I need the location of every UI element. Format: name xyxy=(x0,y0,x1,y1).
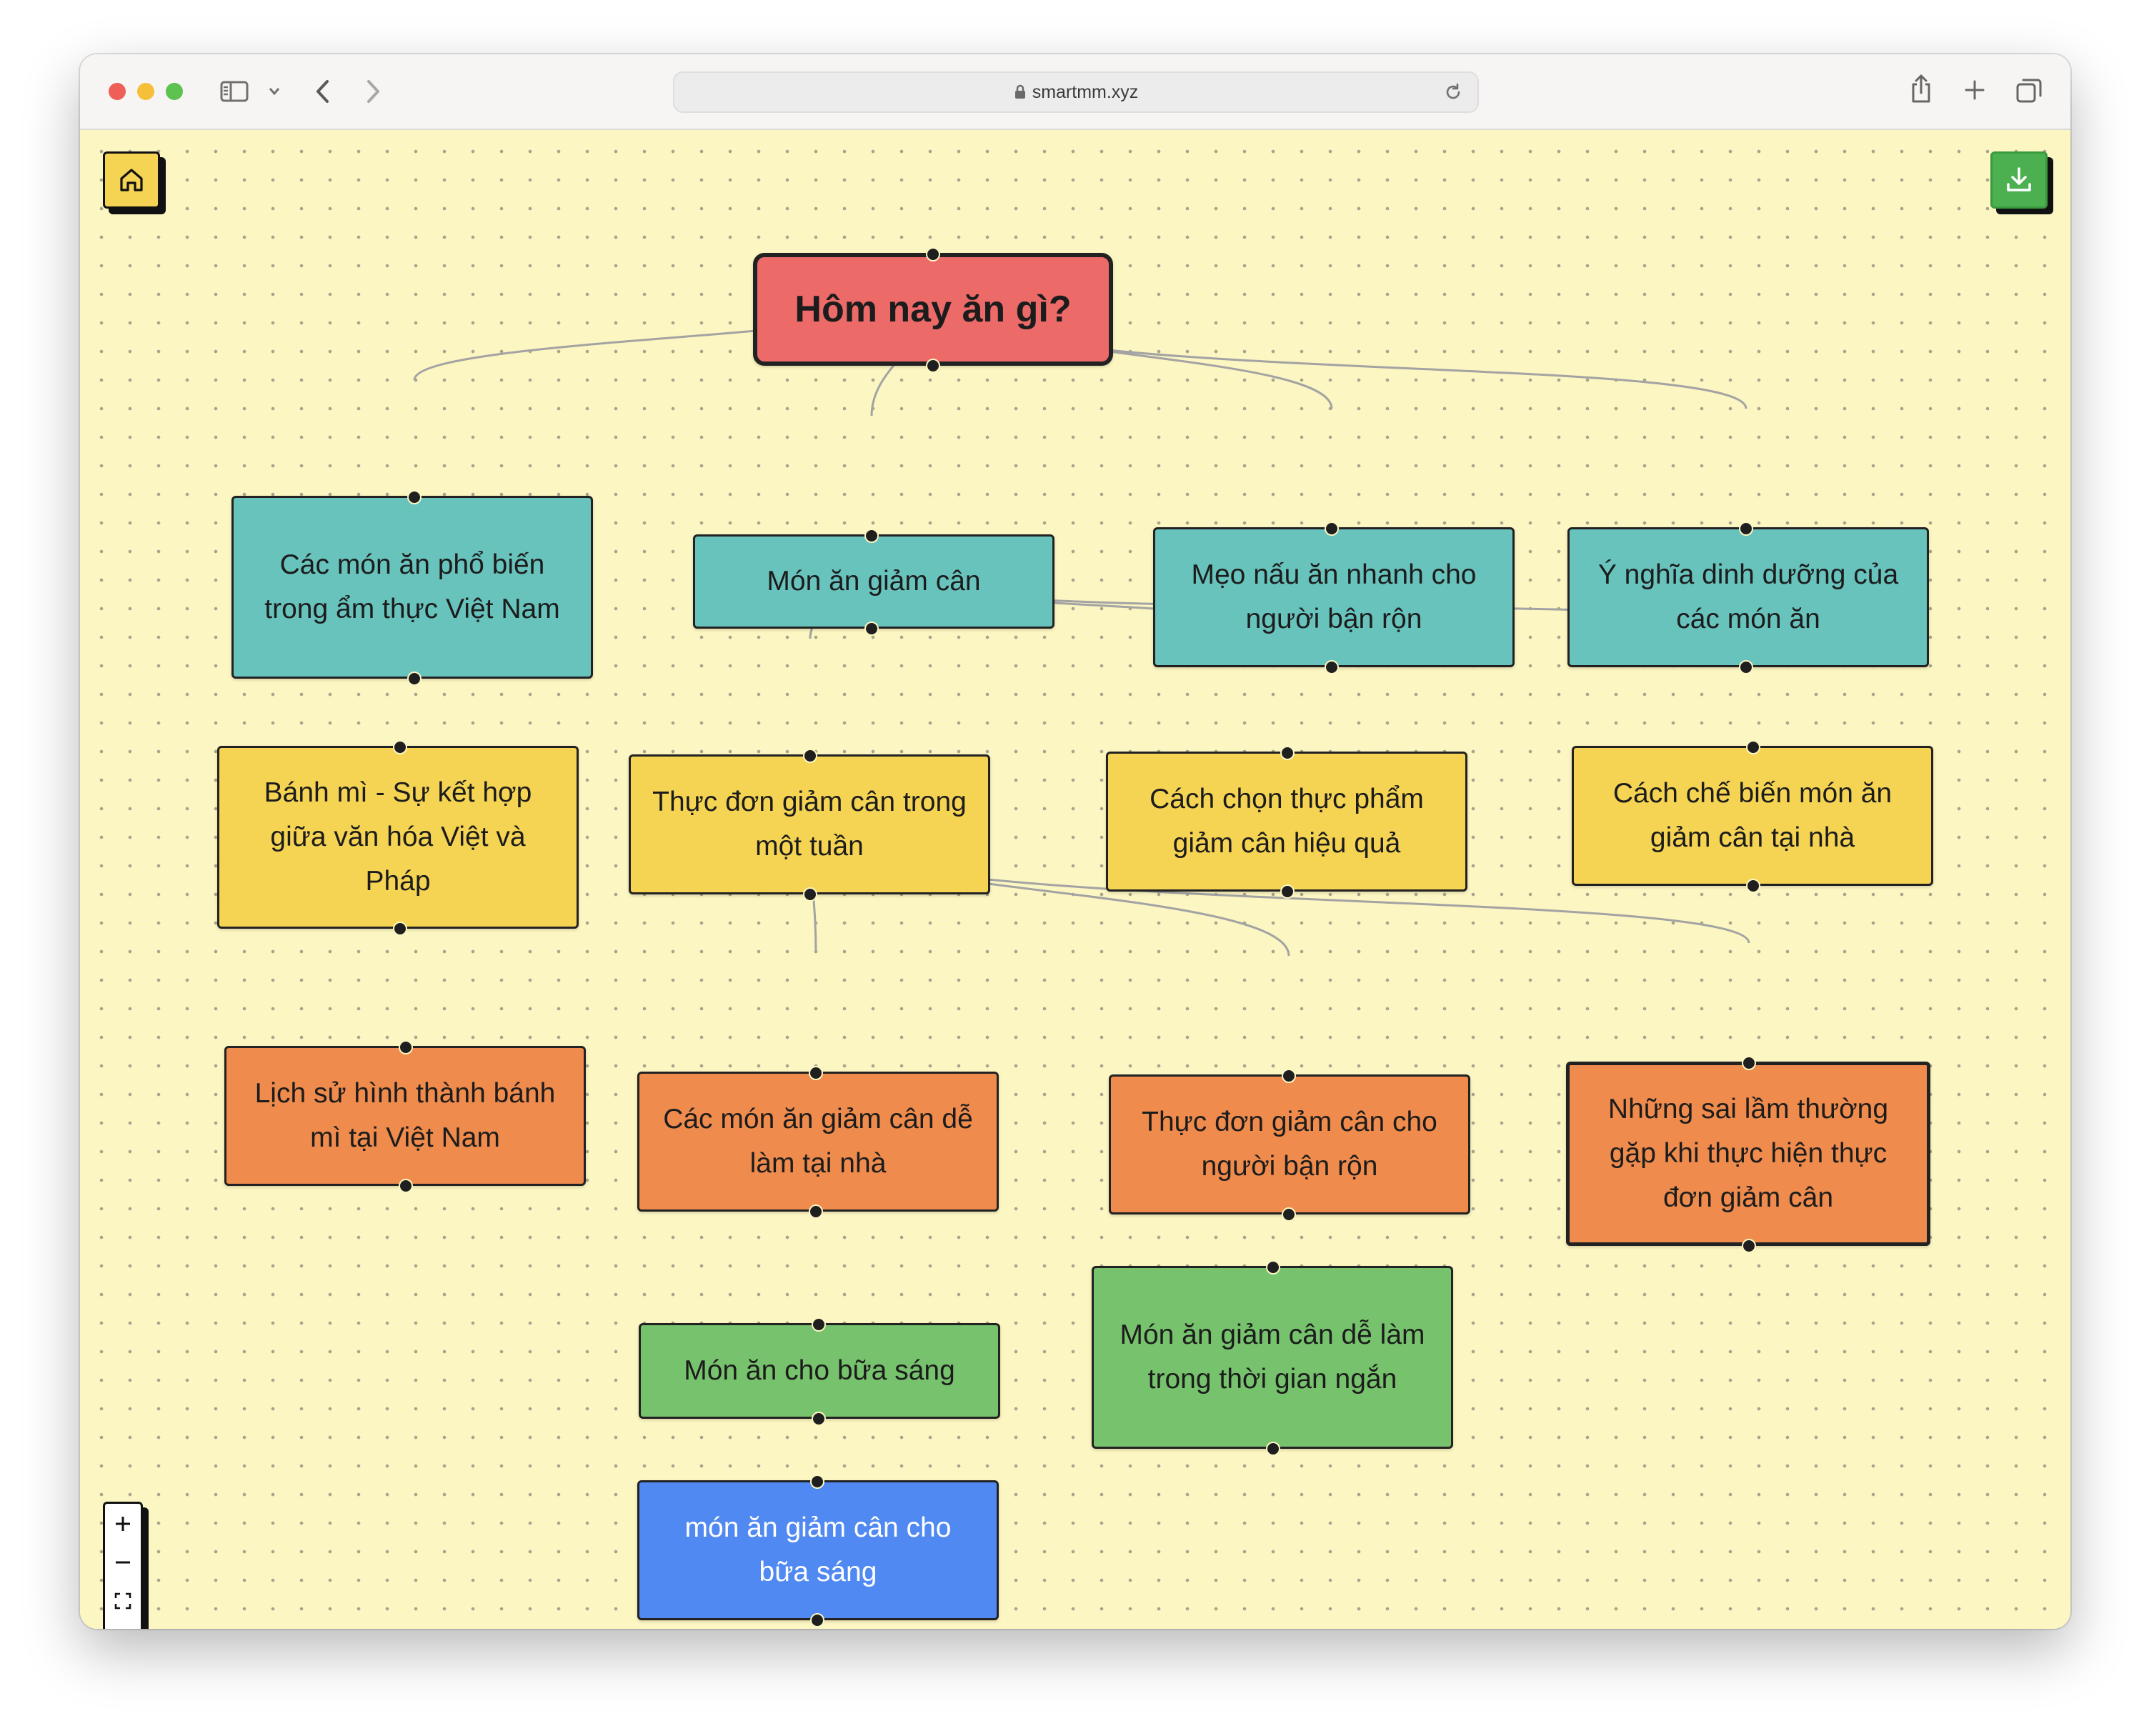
chevron-down-icon[interactable] xyxy=(267,86,281,97)
connection-handle[interactable] xyxy=(1742,1056,1756,1070)
node-label: Lịch sử hình thành bánh mì tại Việt Nam xyxy=(254,1078,556,1153)
node-quick-weight-loss-dishes[interactable]: Món ăn giảm cân dễ làm trong thời gian n… xyxy=(1092,1266,1453,1449)
connection-handle[interactable] xyxy=(1742,1239,1756,1253)
connection-handle[interactable] xyxy=(1280,746,1295,760)
connection-handle[interactable] xyxy=(1746,740,1760,754)
connection-handle[interactable] xyxy=(926,359,940,373)
connection-handle[interactable] xyxy=(810,1475,824,1489)
node-label: Cách chế biến món ăn giảm cân tại nhà xyxy=(1612,778,1893,853)
connection-handle[interactable] xyxy=(1282,1069,1296,1083)
node-label: Thực đơn giảm cân cho người bận rộn xyxy=(1142,1107,1437,1182)
home-icon xyxy=(120,169,143,191)
connection-handle[interactable] xyxy=(809,1066,823,1080)
root-node[interactable]: Hôm nay ăn gì? xyxy=(753,253,1113,366)
zoom-in-button[interactable] xyxy=(105,1505,141,1542)
url-text: smartmm.xyz xyxy=(674,73,1477,111)
back-icon[interactable] xyxy=(313,79,333,104)
zoom-out-icon xyxy=(116,1561,130,1564)
minimize-window-button[interactable] xyxy=(137,83,154,100)
connection-handle[interactable] xyxy=(1746,879,1760,893)
node-busy-people-menu[interactable]: Thực đơn giảm cân cho người bận rộn xyxy=(1109,1074,1470,1214)
node-breakfast-dishes[interactable]: Món ăn cho bữa sáng xyxy=(639,1323,1000,1419)
new-tab-icon[interactable] xyxy=(1963,79,1986,101)
connection-handle[interactable] xyxy=(926,247,940,261)
node-popular-vietnamese-dishes[interactable]: Các món ăn phổ biến trong ẩm thực Việt N… xyxy=(231,496,593,679)
zoom-window-button[interactable] xyxy=(166,83,183,100)
close-window-button[interactable] xyxy=(109,83,126,100)
connection-handle[interactable] xyxy=(1325,522,1339,536)
connection-handle[interactable] xyxy=(812,1317,826,1332)
connection-handle[interactable] xyxy=(399,1179,413,1193)
mindmap-canvas[interactable]: Hôm nay ăn gì? Các món ăn phổ biến trong… xyxy=(80,130,2070,1629)
connection-handle[interactable] xyxy=(393,740,407,754)
connection-handle[interactable] xyxy=(803,749,817,763)
node-banh-mi[interactable]: Bánh mì - Sự kết hợp giữa văn hóa Việt v… xyxy=(217,746,579,929)
node-nutrition-meaning[interactable]: Ý nghĩa dinh dưỡng của các món ăn xyxy=(1567,527,1929,667)
node-common-mistakes[interactable]: Những sai lầm thường gặp khi thực hiện t… xyxy=(1566,1062,1930,1246)
node-easy-home-dishes[interactable]: Các món ăn giảm cân dễ làm tại nhà xyxy=(637,1072,999,1212)
node-label: Thực đơn giảm cân trong một tuần xyxy=(652,787,967,862)
node-label: Bánh mì - Sự kết hợp giữa văn hóa Việt v… xyxy=(264,777,532,897)
lock-icon xyxy=(1014,84,1025,99)
connection-handle[interactable] xyxy=(399,1040,413,1054)
connection-handle[interactable] xyxy=(812,1412,826,1426)
browser-titlebar: smartmm.xyz xyxy=(80,54,2070,130)
download-icon xyxy=(2007,167,2031,191)
connection-handle[interactable] xyxy=(803,887,817,902)
download-button[interactable] xyxy=(1990,151,2048,209)
root-node-label: Hôm nay ăn gì? xyxy=(794,289,1072,330)
sidebar-icon[interactable] xyxy=(220,80,249,103)
lock-canvas-button[interactable] xyxy=(105,1621,141,1629)
connection-handle[interactable] xyxy=(1325,660,1339,674)
connection-handle[interactable] xyxy=(864,529,879,543)
home-button[interactable] xyxy=(103,151,160,209)
node-weight-loss-breakfast[interactable]: món ăn giảm cân cho bữa sáng xyxy=(637,1480,999,1620)
node-weight-loss-dishes[interactable]: Món ăn giảm cân xyxy=(693,534,1054,629)
connection-handle[interactable] xyxy=(864,622,879,636)
zoom-controls xyxy=(103,1502,143,1629)
tab-overview-icon[interactable] xyxy=(2015,77,2043,104)
browser-window: smartmm.xyz xyxy=(80,54,2070,1629)
connection-handle[interactable] xyxy=(1739,660,1753,674)
node-label: Ý nghĩa dinh dưỡng của các món ăn xyxy=(1597,559,1899,634)
connection-handle[interactable] xyxy=(810,1613,824,1627)
node-label: Món ăn giảm cân xyxy=(767,566,981,597)
connection-handle[interactable] xyxy=(1282,1207,1296,1222)
zoom-out-button[interactable] xyxy=(105,1544,141,1581)
reload-icon[interactable] xyxy=(1443,82,1463,102)
share-icon[interactable] xyxy=(1909,73,1933,104)
node-label: Cách chọn thực phẩm giảm cân hiệu quả xyxy=(1150,784,1424,859)
node-choose-food[interactable]: Cách chọn thực phẩm giảm cân hiệu quả xyxy=(1106,752,1467,892)
connection-handle[interactable] xyxy=(407,672,422,686)
connection-handle[interactable] xyxy=(393,922,407,936)
node-label: Món ăn cho bữa sáng xyxy=(684,1355,955,1386)
fit-view-button[interactable] xyxy=(105,1582,141,1620)
node-home-preparation[interactable]: Cách chế biến món ăn giảm cân tại nhà xyxy=(1572,746,1933,886)
forward-icon[interactable] xyxy=(363,79,383,104)
fit-view-icon xyxy=(114,1592,131,1610)
node-label: món ăn giảm cân cho bữa sáng xyxy=(684,1512,952,1587)
zoom-in-icon xyxy=(116,1517,130,1531)
connection-handle[interactable] xyxy=(1266,1442,1280,1456)
node-label: Các món ăn phổ biến trong ẩm thực Việt N… xyxy=(264,549,560,624)
node-label: Những sai lầm thường gặp khi thực hiện t… xyxy=(1607,1094,1889,1213)
connection-handle[interactable] xyxy=(1280,884,1295,899)
url-label: smartmm.xyz xyxy=(1032,82,1139,102)
node-quick-cooking-tips[interactable]: Mẹo nấu ăn nhanh cho người bận rộn xyxy=(1153,527,1515,667)
connection-handle[interactable] xyxy=(1739,522,1753,536)
address-bar[interactable]: smartmm.xyz xyxy=(673,71,1479,113)
node-weekly-menu[interactable]: Thực đơn giảm cân trong một tuần xyxy=(629,754,990,894)
connection-handle[interactable] xyxy=(407,490,422,504)
node-label: Mẹo nấu ăn nhanh cho người bận rộn xyxy=(1191,559,1477,634)
connection-handle[interactable] xyxy=(1266,1260,1280,1274)
connection-handle[interactable] xyxy=(809,1204,823,1219)
node-banh-mi-history[interactable]: Lịch sử hình thành bánh mì tại Việt Nam xyxy=(224,1046,586,1186)
node-label: Các món ăn giảm cân dễ làm tại nhà xyxy=(663,1104,973,1179)
node-label: Món ăn giảm cân dễ làm trong thời gian n… xyxy=(1120,1320,1425,1395)
